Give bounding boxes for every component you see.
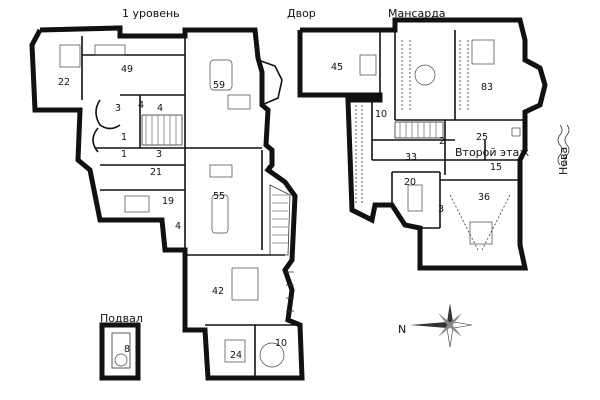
staircase-2 [269, 184, 291, 256]
attic-plan [297, 17, 548, 271]
basement-outer-wall [99, 322, 141, 381]
river-waves [557, 124, 570, 166]
room-83: 83 [481, 82, 493, 93]
bed-83 [471, 39, 495, 65]
second-floor-label: Второй этаж [455, 146, 529, 159]
staircase-1 [141, 114, 183, 146]
room-59: 59 [213, 80, 225, 91]
room-3-b: 3 [156, 149, 162, 160]
yard-label: Двор [287, 7, 316, 20]
room-4-a: 4 [138, 100, 144, 111]
room-42: 42 [212, 286, 224, 297]
bed-19 [124, 195, 150, 213]
level-1-plan [29, 25, 305, 381]
room-19: 19 [162, 196, 174, 207]
room-24: 24 [230, 350, 242, 361]
room-36: 36 [478, 192, 490, 203]
attic-staircase [394, 121, 444, 139]
level-1-title: 1 уровень [122, 7, 180, 20]
table-attic [414, 64, 436, 86]
basement-label: Подвал [100, 312, 143, 325]
roof-lines [355, 40, 511, 251]
round-stair-10 [259, 342, 285, 368]
cabinet-49 [94, 44, 126, 56]
room-3-a: 3 [115, 103, 121, 114]
room-4-c: 4 [265, 164, 271, 175]
table-24 [224, 339, 246, 363]
desk-45 [359, 54, 377, 76]
room-8: 8 [124, 344, 130, 355]
room-45: 45 [331, 62, 343, 73]
room-1-a: 1 [121, 132, 127, 143]
room-15: 15 [490, 162, 502, 173]
north-label: N [398, 323, 406, 336]
sofa-42 [231, 267, 259, 301]
basement-plan [99, 322, 141, 381]
room-49: 49 [121, 64, 133, 75]
attic-title: Мансарда [388, 7, 446, 20]
room-22: 22 [58, 77, 70, 88]
room-25: 25 [476, 132, 488, 143]
bath-20 [407, 184, 423, 212]
room-21: 21 [150, 167, 162, 178]
room-1-b: 1 [121, 149, 127, 160]
room-10: 10 [275, 338, 287, 349]
room-4-b: 4 [157, 103, 163, 114]
river-label: Нева [557, 147, 570, 175]
level-1-bay-window [257, 59, 283, 105]
room-3-attic: 3 [438, 204, 444, 215]
room-4-d: 4 [175, 221, 181, 232]
compass-rose [410, 303, 473, 348]
room-55: 55 [213, 191, 225, 202]
dining-table-55 [211, 194, 229, 234]
room-2: 2 [439, 136, 445, 147]
sofa-55 [209, 164, 233, 178]
level-1-outer-wall [29, 25, 305, 381]
room-20: 20 [404, 177, 416, 188]
attic-outer-wall [297, 17, 548, 271]
sofa-59 [227, 94, 251, 110]
bed-36 [469, 221, 493, 245]
dining-table-59 [209, 59, 233, 91]
room-33: 33 [405, 152, 417, 163]
bed-22 [59, 44, 81, 68]
room-10-attic: 10 [375, 109, 387, 120]
